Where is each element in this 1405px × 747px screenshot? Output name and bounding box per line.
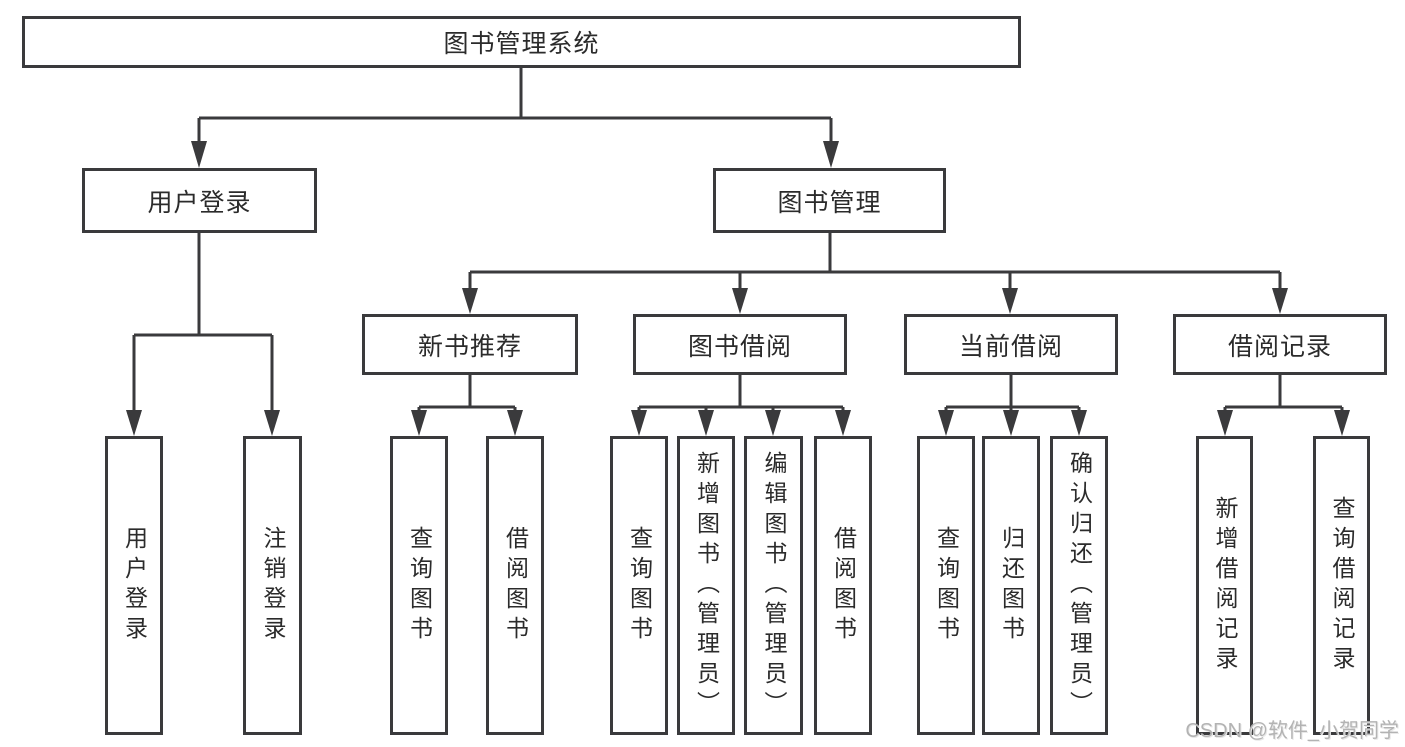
leaf-bb-query-book-label: 查询图书	[626, 525, 653, 646]
node-new-books-label: 新书推荐	[417, 332, 522, 361]
leaf-br-query-record: 查询借阅记录	[1313, 436, 1370, 735]
connector-user-login	[126, 233, 280, 436]
leaf-bb-add-book-label: 新增图书（管理员）	[693, 450, 720, 721]
leaf-user-login: 用户登录	[105, 436, 163, 735]
leaf-cb-query-book: 查询图书	[917, 436, 975, 735]
leaf-bb-edit-book: 编辑图书（管理员）	[744, 436, 803, 735]
leaf-new-query-book-label: 查询图书	[406, 525, 433, 646]
leaf-cb-return-book: 归还图书	[982, 436, 1040, 735]
node-borrow-records-label: 借阅记录	[1227, 332, 1332, 361]
leaf-new-borrow-book: 借阅图书	[486, 436, 544, 735]
leaf-cb-confirm-return-label: 确认归还（管理员）	[1066, 450, 1093, 721]
connector-book-mgmt	[462, 233, 1288, 314]
leaf-bb-add-book: 新增图书（管理员）	[677, 436, 735, 735]
leaf-bb-borrow-book: 借阅图书	[814, 436, 872, 735]
leaf-cb-query-book-label: 查询图书	[933, 525, 960, 646]
node-book-mgmt-label: 图书管理	[777, 188, 882, 217]
node-root-label: 图书管理系统	[443, 30, 600, 58]
csdn-watermark: CSDN @软件_小贺同学	[1185, 720, 1399, 742]
leaf-cb-confirm-return: 确认归还（管理员）	[1050, 436, 1108, 735]
leaf-br-query-record-label: 查询借阅记录	[1329, 495, 1355, 676]
leaf-logout-label: 注销登录	[260, 525, 286, 646]
connector-current-borrow	[938, 375, 1087, 436]
node-current-borrow-label: 当前借阅	[958, 332, 1063, 361]
leaf-user-login-label: 用户登录	[121, 525, 148, 646]
connector-borrow-records	[1217, 375, 1350, 436]
leaf-br-add-record: 新增借阅记录	[1196, 436, 1253, 735]
leaf-cb-return-book-label: 归还图书	[998, 525, 1025, 646]
connector-root	[191, 68, 839, 168]
connector-book-borrow	[631, 375, 851, 436]
node-borrow-records: 借阅记录	[1173, 314, 1387, 375]
leaf-bb-borrow-book-label: 借阅图书	[830, 525, 857, 646]
leaf-logout: 注销登录	[243, 436, 302, 735]
node-new-books: 新书推荐	[362, 314, 578, 375]
node-book-borrow: 图书借阅	[633, 314, 847, 375]
node-book-mgmt: 图书管理	[713, 168, 946, 233]
node-current-borrow: 当前借阅	[904, 314, 1118, 375]
connector-new-books	[411, 375, 523, 436]
node-root: 图书管理系统	[22, 16, 1021, 68]
leaf-br-add-record-label: 新增借阅记录	[1212, 495, 1238, 676]
leaf-bb-edit-book-label: 编辑图书（管理员）	[761, 450, 787, 721]
leaf-bb-query-book: 查询图书	[610, 436, 668, 735]
leaf-new-query-book: 查询图书	[390, 436, 448, 735]
node-user-login: 用户登录	[82, 168, 317, 233]
leaf-new-borrow-book-label: 借阅图书	[502, 525, 529, 646]
node-book-borrow-label: 图书借阅	[687, 332, 792, 361]
node-user-login-label: 用户登录	[147, 188, 252, 217]
